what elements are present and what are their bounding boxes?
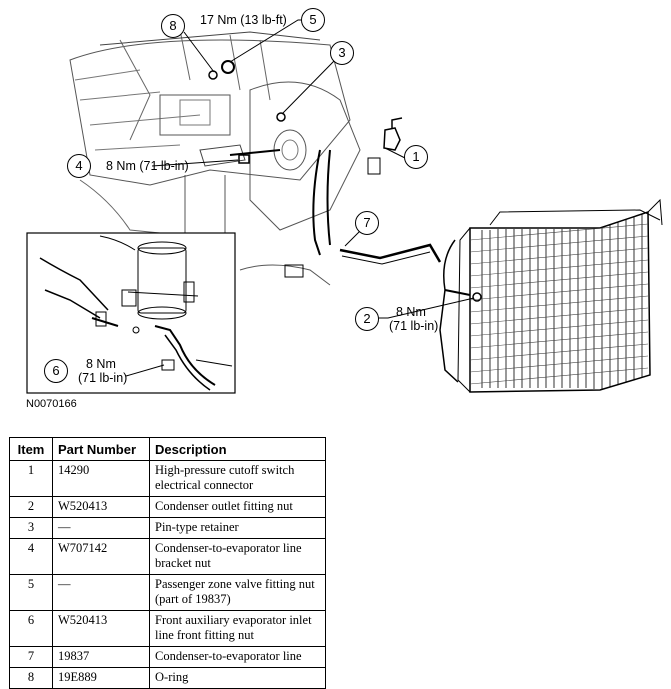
cell-description: Front auxiliary evaporator inlet line fr… (149, 610, 326, 647)
cell-description: O-ring (149, 667, 326, 689)
cell-part-number: 19E889 (52, 667, 150, 689)
header-description: Description (149, 437, 326, 461)
parts-table: Item Part Number Description 1 14290 Hig… (9, 437, 326, 689)
table-row: 6 W520413 Front auxiliary evaporator inl… (9, 610, 326, 647)
torque-label-6-line2: (71 lb-in) (78, 371, 128, 385)
torque-label-2-line2: (71 lb-in) (389, 319, 439, 333)
callout-5: 5 (301, 8, 325, 32)
torque-label-5: 17 Nm (13 lb-ft) (200, 13, 287, 27)
cell-part-number: W707142 (52, 538, 150, 575)
header-item: Item (9, 437, 53, 461)
cell-description: Condenser-to-evaporator line bracket nut (149, 538, 326, 575)
cell-description: Condenser-to-evaporator line (149, 646, 326, 668)
cell-item: 1 (9, 460, 53, 497)
header-part-number: Part Number (52, 437, 150, 461)
cell-item: 4 (9, 538, 53, 575)
table-header-row: Item Part Number Description (9, 437, 326, 461)
callout-6: 6 (44, 359, 68, 383)
cell-description: High-pressure cutoff switch electrical c… (149, 460, 326, 497)
cell-item: 6 (9, 610, 53, 647)
callout-4: 4 (67, 154, 91, 178)
callout-8: 8 (161, 14, 185, 38)
table-row: 8 19E889 O-ring (9, 667, 326, 689)
cell-item: 7 (9, 646, 53, 668)
cell-part-number: — (52, 517, 150, 539)
table-row: 7 19837 Condenser-to-evaporator line (9, 646, 326, 668)
callout-3: 3 (330, 41, 354, 65)
cell-part-number: 14290 (52, 460, 150, 497)
callout-7: 7 (355, 211, 379, 235)
table-row: 3 — Pin-type retainer (9, 517, 326, 539)
cell-description: Pin-type retainer (149, 517, 326, 539)
torque-label-4: 8 Nm (71 lb-in) (106, 159, 189, 173)
table-row: 5 — Passenger zone valve fitting nut (pa… (9, 574, 326, 611)
cell-item: 5 (9, 574, 53, 611)
cell-item: 3 (9, 517, 53, 539)
callout-2: 2 (355, 307, 379, 331)
cell-description: Passenger zone valve fitting nut (part o… (149, 574, 326, 611)
cell-part-number: W520413 (52, 610, 150, 647)
cell-description: Condenser outlet fitting nut (149, 496, 326, 518)
table-row: 1 14290 High-pressure cutoff switch elec… (9, 460, 326, 497)
torque-label-6-line1: 8 Nm (86, 357, 116, 371)
table-row: 2 W520413 Condenser outlet fitting nut (9, 496, 326, 518)
cell-part-number: — (52, 574, 150, 611)
cell-part-number: W520413 (52, 496, 150, 518)
service-illustration: 8 17 Nm (13 lb-ft) 5 3 1 4 8 Nm (71 lb-i… (26, 8, 663, 410)
table-row: 4 W707142 Condenser-to-evaporator line b… (9, 538, 326, 575)
cell-item: 2 (9, 496, 53, 518)
cell-part-number: 19837 (52, 646, 150, 668)
cell-item: 8 (9, 667, 53, 689)
callout-1: 1 (404, 145, 428, 169)
torque-label-2-line1: 8 Nm (396, 305, 426, 319)
figure-id-label: N0070166 (26, 398, 77, 410)
